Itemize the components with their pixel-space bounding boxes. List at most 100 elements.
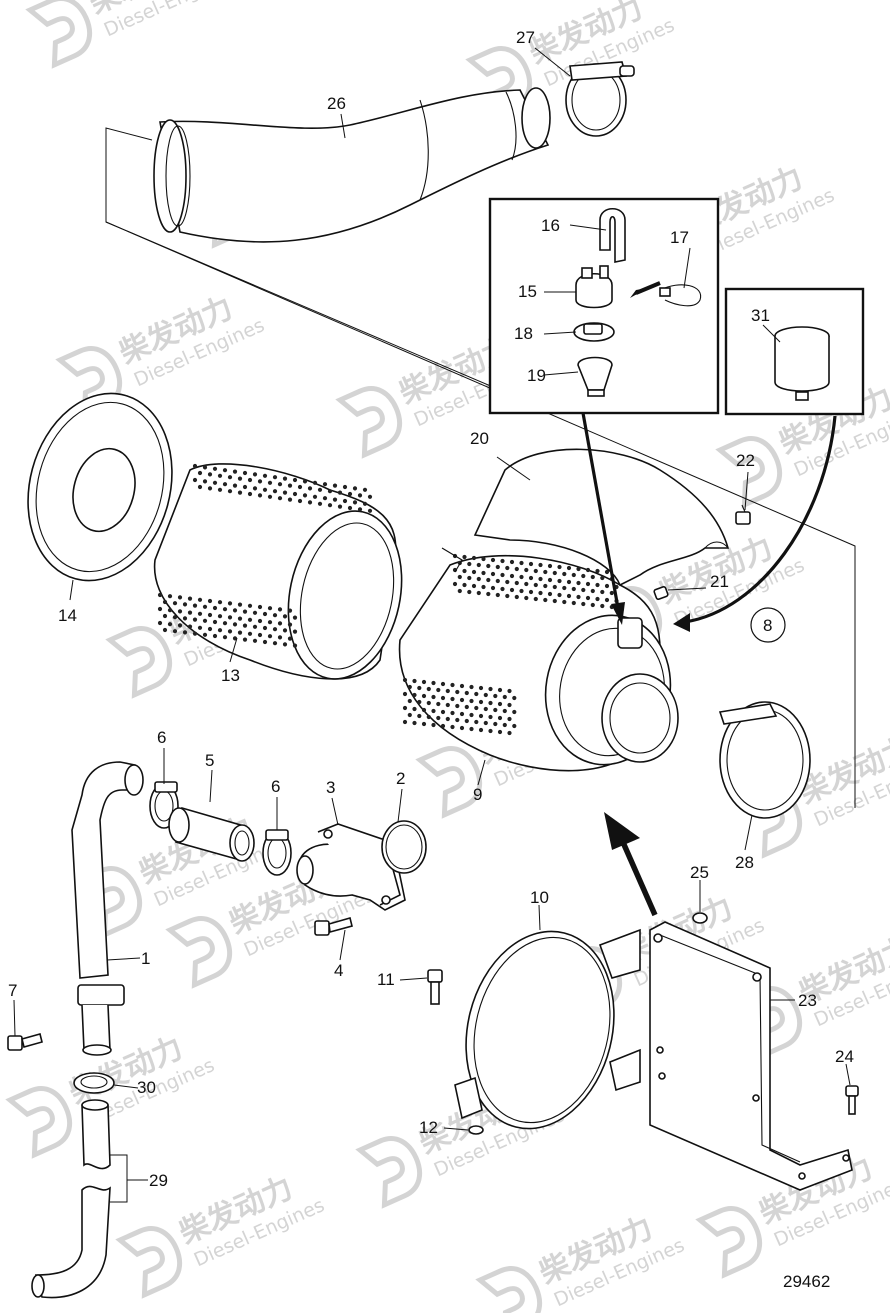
callout-9: 9 (473, 785, 482, 804)
perforation-hole (497, 715, 503, 721)
perforation-hole (252, 638, 258, 643)
perforation-hole (207, 486, 213, 491)
perforation-hole (217, 614, 223, 619)
perforation-hole (332, 483, 338, 488)
perforation-hole (287, 636, 293, 641)
perforation-hole (431, 680, 436, 686)
callout-6a: 6 (157, 728, 166, 747)
perforation-hole (436, 701, 441, 707)
perforation-hole (471, 583, 477, 589)
perforation-hole (478, 685, 484, 691)
perforation-hole (192, 631, 198, 636)
mounting-band (454, 928, 641, 1130)
perforation-hole (495, 578, 500, 584)
perforation-hole (267, 606, 273, 611)
perforation-hole (600, 589, 605, 595)
perforation-hole (307, 500, 313, 505)
perforation-hole (222, 468, 228, 473)
perforation-hole (177, 609, 183, 614)
perforation-hole (337, 490, 343, 495)
perforation-hole (462, 554, 467, 560)
perforation-hole (467, 575, 472, 581)
perforation-hole (402, 705, 408, 711)
perforation-hole (440, 723, 446, 729)
perforation-hole (585, 595, 591, 601)
perforation-hole (452, 581, 458, 587)
perforation-hole (474, 705, 479, 711)
reference-frame (105, 127, 856, 808)
perforation-hole (502, 694, 507, 700)
perforation-hole (197, 611, 203, 616)
perforation-hole (202, 479, 208, 484)
perforation-hole (257, 632, 263, 638)
perforation-hole (302, 493, 308, 498)
perforation-hole (232, 636, 238, 641)
perforation-hole (493, 707, 498, 713)
perforation-hole (362, 501, 368, 506)
perforation-hole (500, 572, 505, 578)
intake-hose (153, 87, 551, 243)
perforation-hole (192, 463, 198, 469)
perforation-hole (247, 603, 253, 608)
perforation-hole (217, 473, 223, 478)
callout-25: 25 (690, 863, 709, 882)
perforation-hole (222, 635, 228, 640)
perforation-hole (272, 489, 278, 494)
perforation-hole (332, 497, 338, 502)
perforation-hole (402, 677, 408, 683)
perforation-hole (590, 588, 595, 594)
perforation-hole (242, 637, 248, 642)
perforation-hole (227, 475, 233, 480)
perforation-hole (524, 595, 529, 601)
perforation-hole (212, 605, 218, 611)
callout-5: 5 (205, 751, 214, 770)
perforation-hole (557, 564, 562, 570)
perforation-hole (481, 584, 486, 590)
perforation-hole (483, 692, 488, 698)
perforation-hole (543, 583, 548, 589)
perforation-hole (483, 720, 488, 726)
perforation-hole (538, 562, 543, 568)
perforation-hole (533, 596, 538, 602)
perforation-hole (412, 678, 417, 684)
perforation-hole (512, 723, 517, 729)
perforation-hole (464, 704, 469, 710)
perforation-hole (247, 477, 253, 483)
perforation-hole (445, 716, 450, 722)
perforation-hole (533, 568, 538, 574)
perforation-hole (528, 575, 534, 581)
bolt-24 (845, 1085, 859, 1115)
perforation-hole (207, 626, 213, 632)
perforation-hole (412, 720, 417, 726)
perforation-hole (600, 603, 605, 609)
perforation-hole (272, 475, 278, 480)
perforation-hole (367, 508, 373, 513)
perforation-hole (322, 482, 328, 487)
perforation-hole (337, 504, 343, 509)
perforation-hole (417, 699, 422, 705)
perforation-hole (467, 589, 472, 595)
perforation-hole (412, 692, 417, 698)
bolt-4 (314, 917, 353, 936)
nut-21 (653, 586, 669, 600)
perforation-hole (557, 578, 562, 584)
perforation-hole (362, 487, 368, 492)
perforation-hole (277, 635, 283, 640)
hose-5 (168, 806, 255, 862)
perforation-hole (352, 500, 358, 505)
perforation-hole (547, 591, 553, 597)
perforation-hole (262, 487, 268, 492)
perforation-hole (507, 702, 512, 708)
callout-16: 16 (541, 216, 560, 235)
perforation-hole (440, 709, 446, 715)
perforation-hole (426, 686, 431, 692)
perforation-hole (450, 710, 455, 716)
perforation-hole (486, 577, 491, 583)
perforation-hole (488, 728, 493, 734)
perforation-hole (212, 480, 218, 485)
perforation-hole (257, 618, 263, 624)
